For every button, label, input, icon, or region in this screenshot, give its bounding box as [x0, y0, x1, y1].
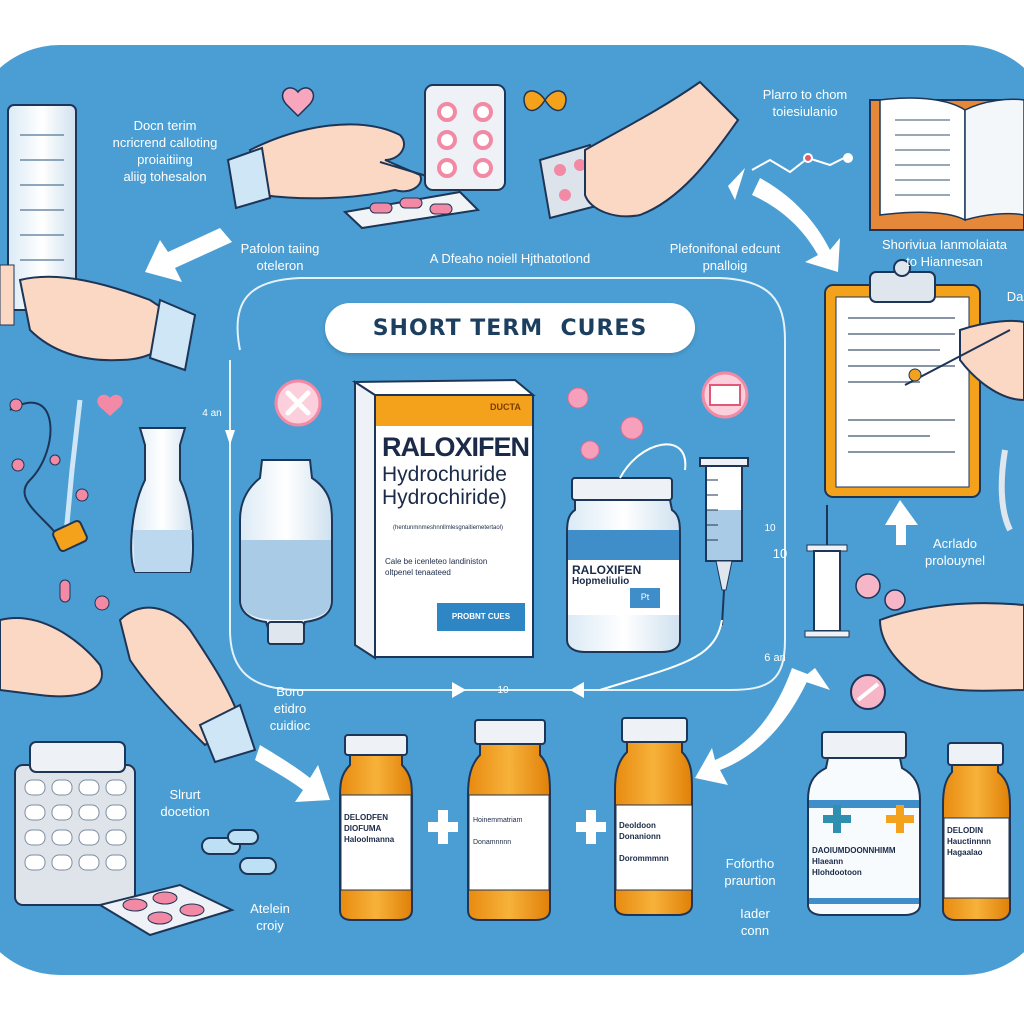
bottle-label: DELODIN Hauctinnnn Hagaalao [947, 826, 991, 857]
syringe [599, 457, 749, 691]
hand-left [0, 264, 197, 372]
hands-bottom-left [0, 606, 257, 764]
label-loop-right-2: 6 an [764, 652, 786, 664]
hand-right-with-pill [850, 449, 1024, 710]
medicine-box [351, 378, 536, 660]
plus-icon [428, 810, 606, 844]
flow-arrowhead [452, 682, 466, 698]
box-brand-tag: DUCTA [490, 402, 521, 412]
label-hand: Pafolon taiing oteleron [240, 241, 320, 273]
flower-icon [567, 387, 644, 460]
vial-tag: Pt [640, 592, 650, 602]
label-arrow: Plefonifonal edcunt pnalloig [669, 241, 781, 273]
label-up-arrow: Acrlado prolouynel [925, 536, 985, 568]
arrow-icon [145, 168, 918, 802]
label-top-right: Plarro to chom toiesiulanio [762, 87, 848, 119]
hand-holding-tweezers [226, 123, 441, 210]
label-prevention: Fofortho praurtion [724, 856, 776, 888]
pill-tray [342, 190, 481, 230]
hand-holding-blister [538, 80, 740, 220]
medicine-vial [566, 443, 687, 653]
orange-bottle [614, 717, 693, 916]
label-bottom-hand: Boro etidro cuidioc [269, 684, 311, 733]
bottle-label: Deoldoon Donanionn Dorommmnn [619, 821, 669, 863]
label-short-duration: Slrurt docetion [160, 787, 210, 819]
white-bottle [807, 731, 921, 916]
box-description: Cale be icenleteo landiniston oltpenel t… [385, 557, 488, 577]
flow-arrowhead [570, 682, 584, 698]
label-loop-left: 4 an [202, 408, 222, 419]
label-loop-bottom: 10 [497, 685, 509, 696]
box-product-line3: Hydrochiride) [382, 486, 507, 509]
bottle-label: DELODFEN DIOFUMA Haloolmanna [344, 813, 395, 844]
label-center-top: A Dfeaho noiell Hjthatotlond [429, 251, 591, 266]
bottle-label: DAOIUMDOONNHIMM Hlaeann Hlohdootoon [812, 846, 896, 877]
label-loop-right-1: 10 [764, 523, 776, 534]
syringe-small [804, 505, 850, 638]
orange-bottle [339, 734, 413, 921]
vial-line2: Hopmeliulio [572, 576, 630, 587]
label-book: Shoriviua Ianmolaiata to Hiannesan [881, 237, 1008, 269]
molecule-icon [751, 153, 853, 174]
title-banner: SHORT TERM CURES [325, 303, 695, 353]
box-product-line2: Hydrochuride [382, 463, 507, 486]
blister-pack-pink [97, 883, 235, 937]
vial-name: RALOXIFEN [572, 563, 642, 577]
box-product-name: RALOXIFEN [382, 432, 530, 462]
bottle-label: Hoinemmatriam Donamnnnn [473, 817, 523, 846]
heart-icon [97, 394, 123, 416]
blister-pack [424, 84, 506, 191]
label-blister: Atelein croiy [250, 901, 290, 933]
graduated-cylinder [7, 104, 77, 311]
heart-icon [281, 87, 315, 118]
page-title: SHORT TERM CURES [372, 315, 648, 341]
open-book [869, 97, 1024, 231]
iv-tubing [9, 401, 61, 541]
label-bottom-right: Iader conn [740, 906, 770, 938]
orange-bottle [942, 742, 1011, 921]
blister-pack-grey [14, 741, 136, 906]
iv-bottle [239, 459, 333, 645]
box-button: PROBNT CUES [451, 612, 511, 621]
label-loop-right-1b: 10 [772, 546, 788, 561]
close-circle-icon [274, 379, 322, 427]
clipboard [824, 259, 1024, 498]
capsules [201, 829, 277, 875]
label-top-left: Docn terim ncricrend calloting proiaitii… [112, 118, 218, 184]
flow-arrowhead [225, 430, 235, 445]
bandage-icon [701, 371, 749, 419]
pink-bead-icon [9, 398, 110, 611]
vial-small [52, 520, 88, 552]
box-subtitle: (hentunmnmeshnnllmlesgnaitiemetertaol) [393, 525, 504, 531]
butterfly-icon [523, 90, 567, 112]
flow-loop-line [229, 277, 786, 691]
label-edge: Da [1006, 289, 1024, 304]
flask [130, 427, 194, 573]
iv-tubing [62, 399, 83, 546]
orange-bottle [467, 719, 551, 921]
